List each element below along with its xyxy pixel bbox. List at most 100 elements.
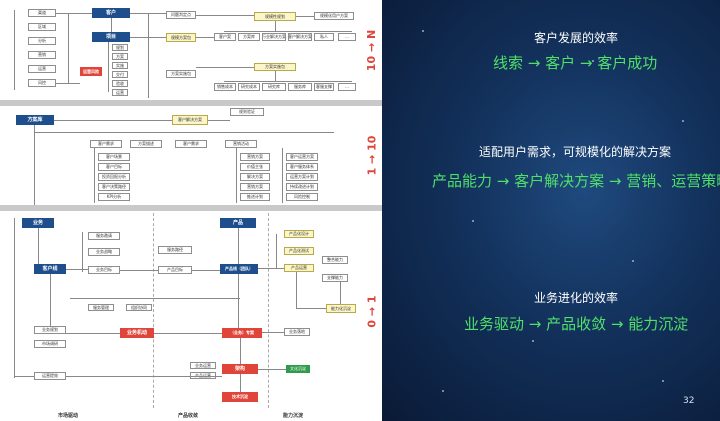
connector-line xyxy=(94,148,95,203)
scheme-box-main: 方案实施包 xyxy=(254,63,296,71)
prod-right-item: 产品运营 xyxy=(284,264,314,272)
background-star xyxy=(632,260,634,262)
connector-line xyxy=(240,374,241,392)
connector-line xyxy=(66,376,222,377)
connector-line xyxy=(238,228,239,264)
connector-line xyxy=(268,213,269,408)
biz-ops-box: 业务机动 xyxy=(120,328,154,338)
background-star xyxy=(442,390,444,392)
center-solution-box: 客户解决方案 xyxy=(172,115,208,125)
bottom-row-item: 服务库 xyxy=(288,83,312,91)
connector-line xyxy=(296,272,297,308)
connector-line xyxy=(238,274,239,328)
product-line-box: 产品线（团队） xyxy=(220,264,258,274)
bottom-mid-item: 业务运营 xyxy=(190,362,216,369)
connector-line xyxy=(224,31,352,32)
connector-line xyxy=(208,120,230,121)
product-manager-box: （业务）专案 xyxy=(222,328,262,338)
project-item: 方案 xyxy=(112,53,128,60)
bottom-row-item: 研究库 xyxy=(262,83,286,91)
connector-line xyxy=(14,218,15,378)
left-list-item: KPI分析 xyxy=(98,193,130,201)
connector-line xyxy=(224,81,352,82)
ops-right-box: 业务落地 xyxy=(284,328,310,336)
connector-line xyxy=(154,333,222,334)
top-row-box: 规模化用户方案 xyxy=(314,12,354,20)
connector-line xyxy=(68,13,69,83)
right-list-item: 运营方案计划 xyxy=(286,173,318,181)
left-item: 营销 xyxy=(28,51,56,59)
stage-label-bottom: 0 → 1 xyxy=(365,294,379,328)
ops-item: 服务管理 xyxy=(88,304,114,311)
risk-box: 运营风险 xyxy=(80,67,102,76)
ops-item: 组织协同 xyxy=(126,304,152,311)
right-list-item: 持续改进计划 xyxy=(286,183,318,191)
top-row-box: 问题判定点 xyxy=(166,11,196,19)
culture-box: 文化沉淀 xyxy=(286,365,310,373)
bottom-left-item: 市场调研 xyxy=(34,340,66,348)
mid-head: 营销活动 xyxy=(225,140,257,148)
stage-label-top: 10 → N xyxy=(365,29,379,71)
plan-item: … xyxy=(338,33,356,41)
block-title-2: 适配用户需求，可规模化的解决方案 xyxy=(479,145,672,159)
plan-box: 规模方案包 xyxy=(166,33,196,42)
connector-line xyxy=(66,333,120,334)
connector-line xyxy=(14,10,15,90)
solution-box: 方案库 xyxy=(16,115,54,125)
footer-ability: 能力沉淀 xyxy=(283,413,304,419)
biz-item: 业务目标 xyxy=(88,266,120,274)
connector-line xyxy=(56,13,92,14)
customer-box: 客户 xyxy=(92,8,130,18)
left-list-item: 客户决策路径 xyxy=(98,183,130,191)
connector-line xyxy=(196,67,254,68)
background-star xyxy=(532,340,534,342)
biz-mid-item: 服务路径 xyxy=(158,246,192,254)
bottom-left-item: 业务规划 xyxy=(34,326,66,334)
connector-line xyxy=(192,270,220,271)
bottom-row-item: 客服支撑 xyxy=(314,83,334,91)
connector-line xyxy=(196,15,254,16)
connector-line xyxy=(296,308,326,309)
mid-head: 方案描述 xyxy=(130,140,162,148)
left-item: 运营 xyxy=(28,65,56,73)
plan-item: 行业解决方案 xyxy=(262,33,286,41)
connector-line xyxy=(82,232,83,272)
report-box: 运营提效 xyxy=(34,372,66,380)
connector-line xyxy=(38,228,39,264)
page-number: 32 xyxy=(683,396,695,406)
mid-list-item: 推进计划 xyxy=(240,193,270,201)
left-item: 渠道 xyxy=(28,9,56,17)
project-box: 项目 xyxy=(92,32,130,42)
connector-line xyxy=(240,338,241,364)
project-item: 交付 xyxy=(112,71,128,78)
prod-right-item: 产品化设计 xyxy=(284,230,314,238)
connector-line xyxy=(296,16,314,17)
plan-item: 客户案 xyxy=(214,33,236,41)
mid-list-item: 价值主张 xyxy=(240,163,270,171)
connector-line xyxy=(111,18,112,32)
business-box: 业务 xyxy=(22,218,54,228)
mid-head: 客户需求 xyxy=(175,140,207,148)
left-list-item: 客户场景 xyxy=(98,153,130,161)
left-list-item: 投资回报分析 xyxy=(98,173,130,181)
connector-line xyxy=(258,268,284,269)
top-row-box: 规模性规划 xyxy=(254,12,296,21)
plan-item: 私人 xyxy=(314,33,334,41)
bottom-row-item: … xyxy=(338,83,356,91)
plan-item: 客户解决方案 xyxy=(288,33,312,41)
project-item: 验收 xyxy=(112,80,128,87)
connector-line xyxy=(108,42,109,92)
background-star xyxy=(472,220,474,222)
bottom-mid-item: 产品运营 xyxy=(190,372,216,379)
biz-mid-item: 产品目标 xyxy=(158,266,192,274)
left-item: 风控 xyxy=(28,79,56,87)
block-flow-2: 产品能力 → 客户解决方案 → 营销、运营策略 xyxy=(432,172,720,190)
arch-box: 架构 xyxy=(222,364,258,374)
section-divider xyxy=(0,100,382,106)
mid-list-item: 营销方案 xyxy=(240,183,270,191)
scheme-box: 方案实施包 xyxy=(166,70,196,78)
capability-box: 能力化沉淀 xyxy=(326,304,356,313)
connector-line xyxy=(120,270,158,271)
connector-line xyxy=(153,213,154,408)
